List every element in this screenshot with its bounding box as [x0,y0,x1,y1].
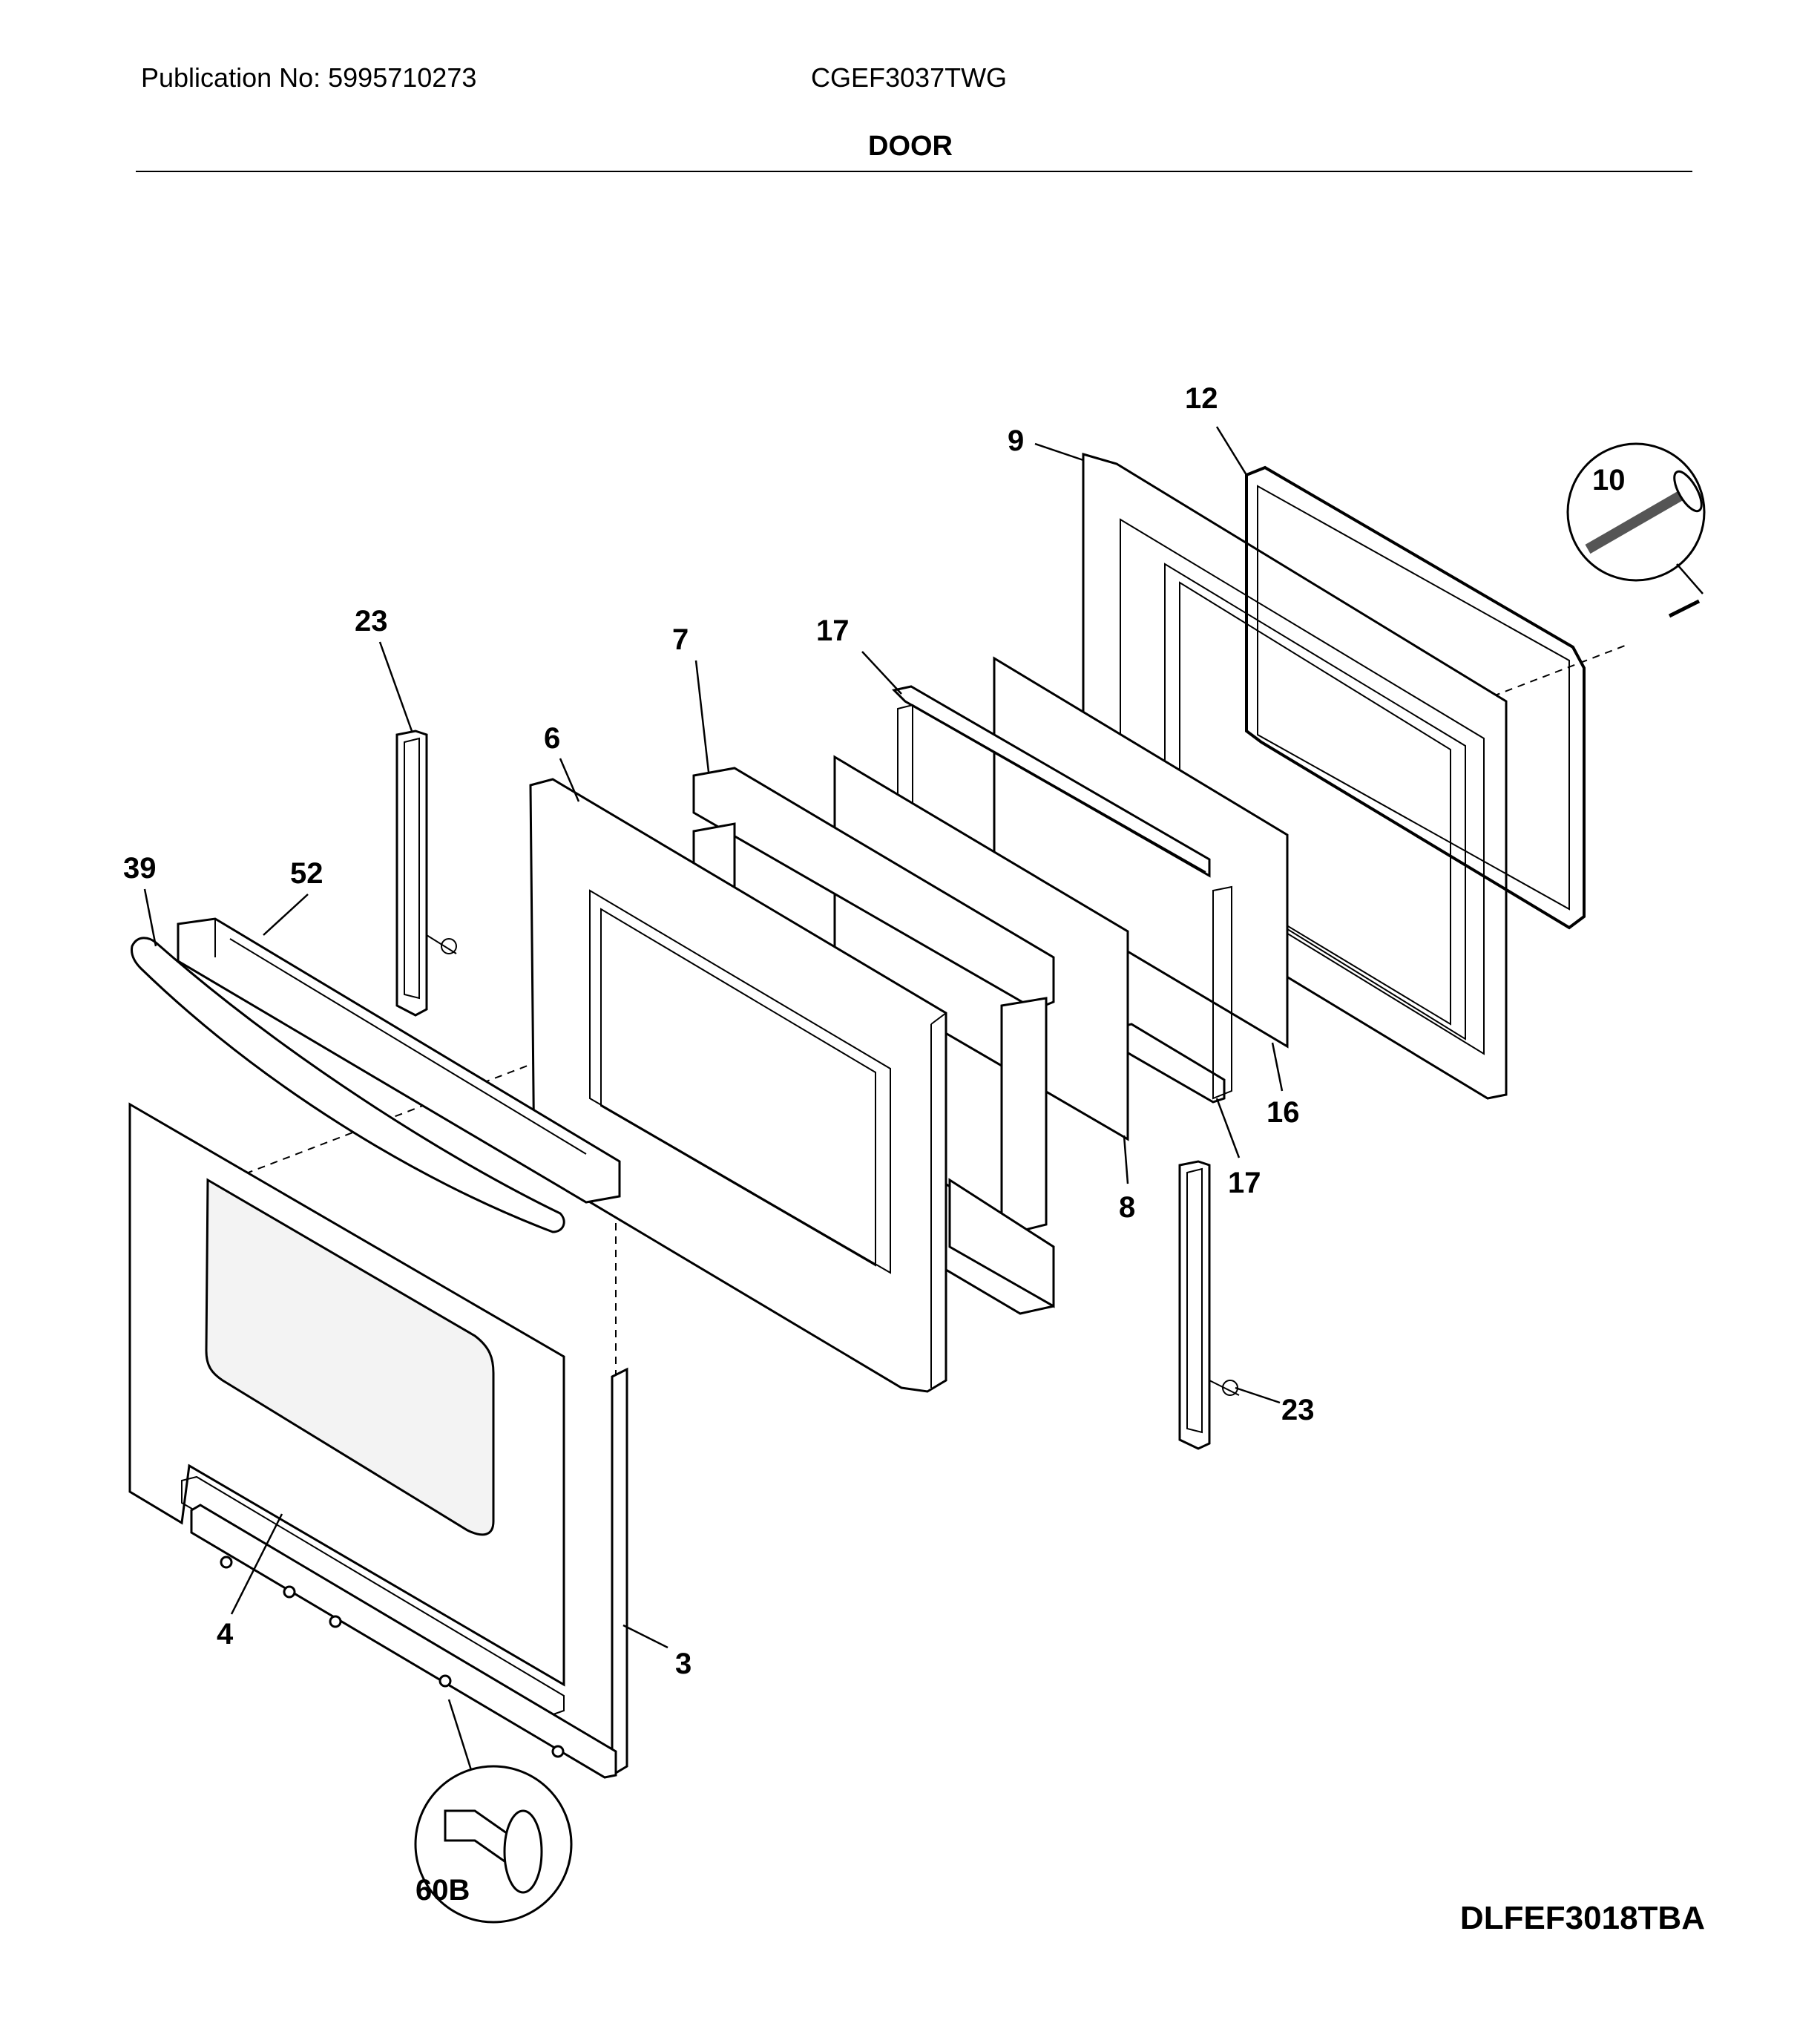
part-23-hinge-right [1178,1160,1240,1450]
part-10-detail-bolt [1566,442,1706,618]
callout-23-right: 23 [1281,1394,1315,1426]
callout-4: 4 [217,1618,234,1651]
model-number: CGEF3037TWG [811,62,1008,93]
screws [220,1556,565,1758]
leader-lines [143,426,1284,1649]
callout-7: 7 [672,623,689,656]
callout-12: 12 [1185,382,1218,415]
part-3-door-trim [190,1367,628,1779]
callout-39: 39 [123,852,157,885]
part-16-outer-glass [993,656,1289,1049]
part-4-outer-door-panel [128,1102,565,1717]
callout-60b: 60B [415,1874,470,1907]
callout-16: 16 [1267,1096,1300,1129]
diagram-code: DLFEF3018TBA [1459,1900,1705,1936]
part-39-handle-trim [131,937,565,1233]
header-divider [136,171,1692,172]
section-title: DOOR [868,131,953,162]
callout-52: 52 [290,857,323,890]
part-60b-detail-screw [414,1699,573,1924]
callout-9: 9 [1008,425,1024,457]
part-12-door-gasket [1245,465,1586,930]
callout-6: 6 [544,722,560,755]
part-23-hinge-left [395,730,457,1017]
part-17-glass-retainer-upper [891,685,1211,903]
callout-3: 3 [675,1648,691,1680]
callout-17-lower: 17 [1228,1167,1261,1199]
callout-10: 10 [1592,464,1626,496]
publication-number: Publication No: 5995710273 [141,62,477,93]
callout-17-upper: 17 [816,614,850,647]
part-6-door-frame [529,778,947,1393]
callout-8: 8 [1119,1191,1135,1224]
callout-23-left: 23 [355,605,388,637]
